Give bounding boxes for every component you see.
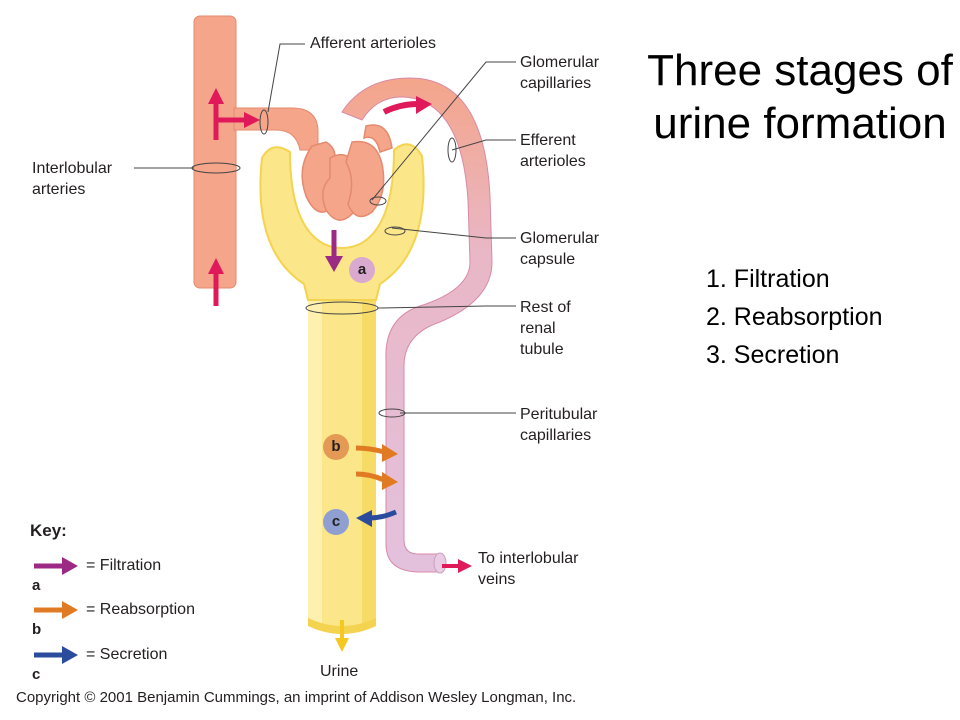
key-label-reabsorption: = Reabsorption <box>86 601 195 618</box>
key-letter-c: c <box>32 666 41 683</box>
label-interlobular-arteries: Interlobular arteries <box>32 160 113 198</box>
secretion-arrow <box>356 509 397 527</box>
peritubular-end <box>433 552 447 574</box>
key-arrows <box>34 557 78 664</box>
copyright-text: Copyright © 2001 Benjamin Cummings, an i… <box>16 689 577 706</box>
glomerular-capsule <box>259 143 425 301</box>
urine-arrow <box>335 620 349 652</box>
badge-c: c <box>323 509 349 535</box>
label-glomerular-capsule: Glomerular capsule <box>520 230 600 268</box>
stages-list: 1. Filtration 2. Reabsorption 3. Secreti… <box>706 260 883 374</box>
reabsorption-arrows <box>355 445 385 483</box>
key-title: Key: <box>30 521 67 540</box>
peritubular-capillary <box>341 77 493 573</box>
key-letter-b: b <box>32 621 42 638</box>
label-glomerular-capillaries: Glomerular capillaries <box>520 54 600 92</box>
key-label-filtration: = Filtration <box>86 557 162 574</box>
slide-title: Three stages of urine formation <box>647 46 953 148</box>
label-peritubular-capillaries: Peritubular capillaries <box>520 406 598 444</box>
interlobular-artery <box>193 15 237 289</box>
filtration-arrow <box>325 230 343 272</box>
stage-item: 2. Reabsorption <box>706 303 883 331</box>
stage-item: 3. Secretion <box>706 341 840 369</box>
badge-a: a <box>349 257 375 283</box>
label-renal-tubule: Rest of renal tubule <box>520 299 571 358</box>
label-urine: Urine <box>320 663 359 680</box>
callout-lines <box>134 43 516 418</box>
key-letter-a: a <box>32 577 41 594</box>
blood-flow-arrows <box>208 88 472 573</box>
label-afferent-arterioles: Afferent arterioles <box>310 35 436 52</box>
key-label-secretion: = Secretion <box>86 646 168 663</box>
badge-b: b <box>323 434 349 460</box>
label-interlobular-veins: To interlobular veins <box>478 550 579 588</box>
label-efferent-arterioles: Efferent arterioles <box>520 132 586 170</box>
stage-item: 1. Filtration <box>706 265 830 293</box>
